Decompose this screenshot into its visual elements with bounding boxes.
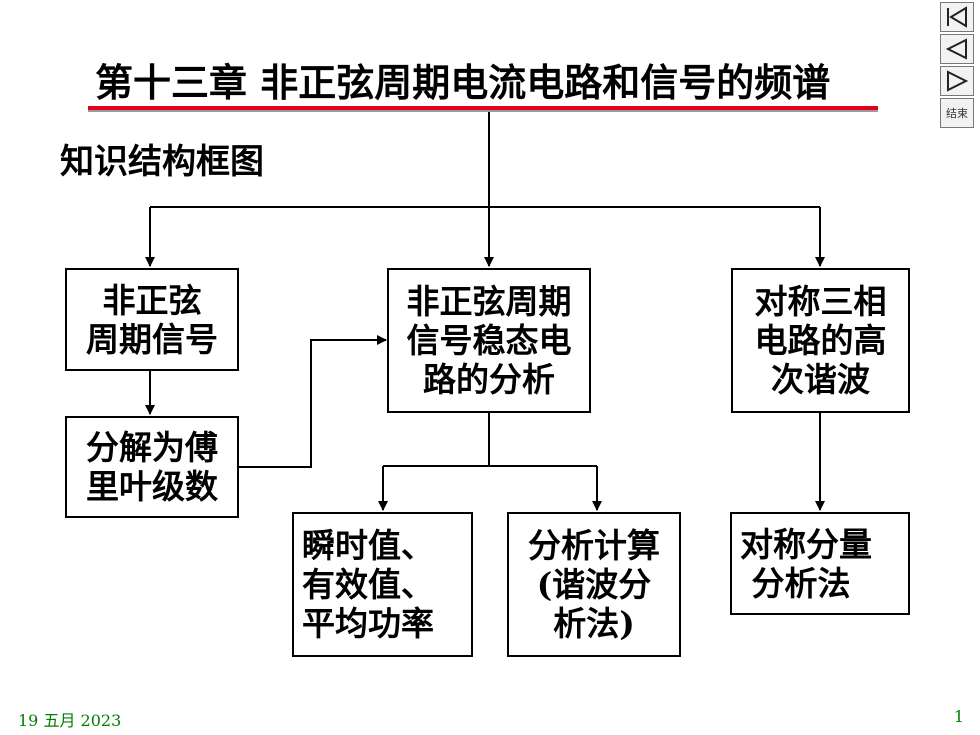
end-show-button[interactable]: 结束 <box>940 98 974 128</box>
box-three-phase-harmonics-label: 对称三相 电路的高 次谐波 <box>754 282 887 399</box>
box-fourier-series-label: 分解为傅 里叶级数 <box>86 428 218 506</box>
first-page-icon <box>947 6 967 28</box>
box-instant-rms-power-label: 瞬时值、 有效值、 平均功率 <box>302 526 434 643</box>
box-symmetric-components-label: 对称分量 分析法 <box>740 524 872 603</box>
box-instant-rms-power: 瞬时值、 有效值、 平均功率 <box>292 512 473 657</box>
box-steady-state-analysis-label: 非正弦周期 信号稳态电 路的分析 <box>406 282 572 399</box>
box-analysis-calculation-label: 分析计算 (谐波分 析法) <box>528 526 660 643</box>
next-page-icon <box>947 70 969 92</box>
box-nonsinusoidal-signal-label: 非正弦 周期信号 <box>86 280 218 359</box>
prev-page-button[interactable] <box>940 34 974 64</box>
box-fourier-series: 分解为傅 里叶级数 <box>65 416 239 518</box>
end-show-label: 结束 <box>946 107 968 120</box>
box-nonsinusoidal-signal: 非正弦 周期信号 <box>65 268 239 371</box>
prev-page-icon <box>945 38 967 60</box>
arrow-fourier-to-steady-state <box>239 335 387 468</box>
title-underline-red <box>88 106 878 110</box>
title-underline-gray <box>88 110 878 112</box>
box-analysis-calculation: 分析计算 (谐波分 析法) <box>507 512 681 657</box>
box-three-phase-harmonics: 对称三相 电路的高 次谐波 <box>731 268 910 413</box>
navigation-panel: 结束 <box>940 0 976 130</box>
box-symmetric-components: 对称分量 分析法 <box>730 512 910 615</box>
box-steady-state-analysis: 非正弦周期 信号稳态电 路的分析 <box>387 268 591 413</box>
slide-title: 第十三章 非正弦周期电流电路和信号的频谱 <box>95 60 831 105</box>
next-page-button[interactable] <box>940 66 974 96</box>
slide-subtitle: 知识结构框图 <box>60 142 264 182</box>
page-number: 1 <box>953 707 964 726</box>
footer-date: 19 五月 2023 <box>18 711 122 730</box>
first-page-button[interactable] <box>940 2 974 32</box>
